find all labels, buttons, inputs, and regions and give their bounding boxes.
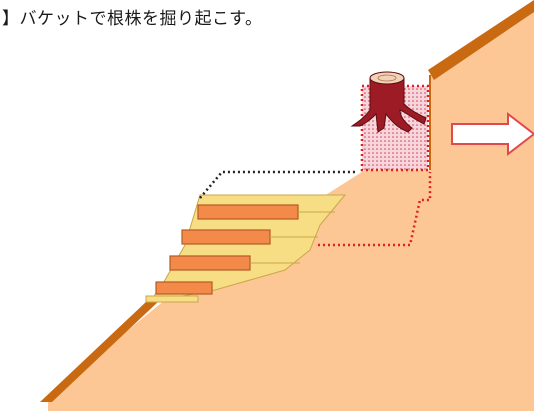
- tree-stump-icon: [350, 71, 427, 133]
- excavation-outline: [318, 172, 432, 247]
- backfill-layer-lines: [250, 211, 335, 264]
- log-stack: [145, 204, 299, 303]
- hillside-soil: [48, 5, 534, 411]
- log-layer-3: [169, 255, 251, 271]
- base-plank: [145, 295, 199, 303]
- slope-edge-lower: [40, 300, 160, 402]
- log-layer-4: [155, 281, 213, 295]
- log-layer-2: [181, 229, 271, 245]
- right-arrow-icon: [451, 111, 534, 157]
- log-layer-1: [197, 204, 299, 220]
- caption-text: 】バケットで根株を掘り起こす。: [2, 9, 263, 29]
- slope-edge-upper: [428, 0, 534, 80]
- original-ground-outline: [199, 170, 355, 199]
